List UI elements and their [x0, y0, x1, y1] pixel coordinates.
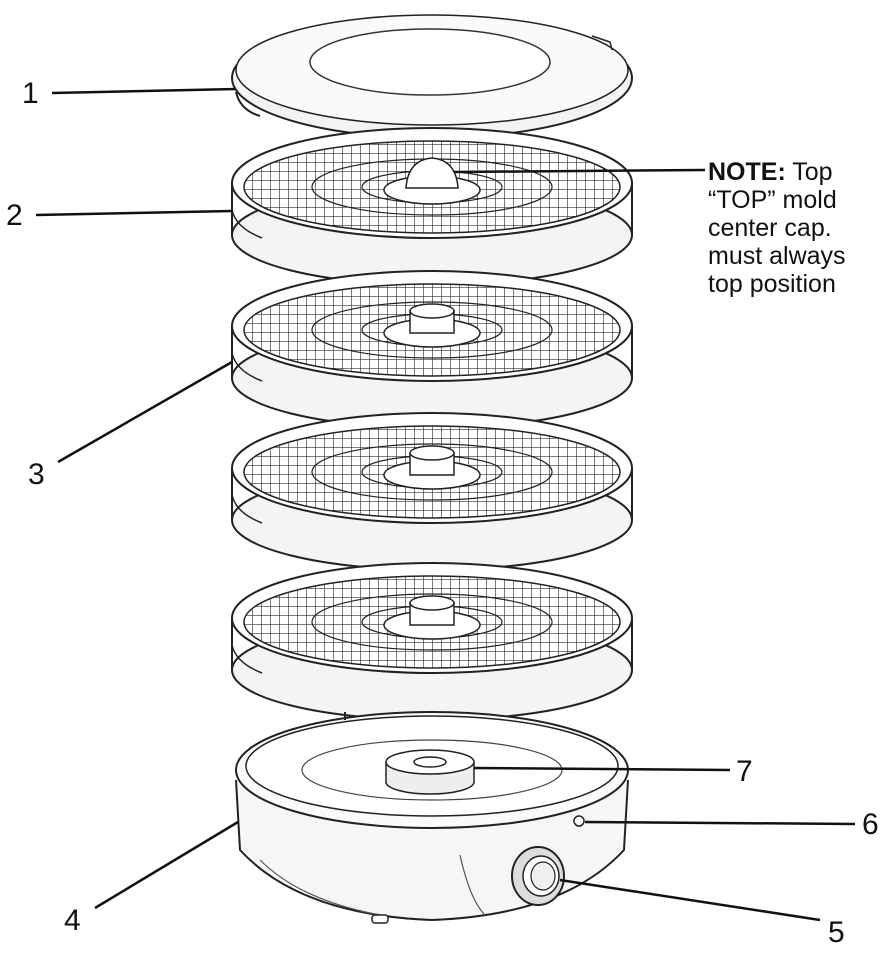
leader-line-note [453, 168, 706, 174]
note-text: NOTE: Top “TOP” mold center cap. must al… [708, 158, 887, 298]
lid [231, 14, 633, 139]
leader-line-5 [559, 878, 821, 922]
callout-2: 2 [6, 199, 23, 232]
note-line-3: center cap. [708, 214, 832, 242]
note-line-2: “TOP” mold [708, 186, 837, 214]
note-line-1-rest: Top [785, 158, 833, 186]
callout-7: 7 [736, 755, 753, 788]
center-hub [385, 749, 475, 795]
note-line-1: NOTE: Top [708, 158, 887, 186]
control-knob [511, 846, 565, 906]
callout-6: 6 [862, 808, 879, 841]
leader-line-2 [35, 209, 233, 217]
leader-line-7 [473, 766, 731, 772]
leader-line-6 [584, 820, 856, 826]
leader-lines [35, 87, 856, 922]
callout-3: 3 [28, 458, 45, 491]
callout-5: 5 [828, 916, 845, 949]
note-line-5: top position [708, 270, 836, 298]
leader-line-4 [94, 820, 239, 910]
leader-line-1 [51, 87, 237, 95]
tray-2 [231, 270, 633, 429]
note-heading: NOTE: [708, 158, 786, 186]
tray-top [231, 127, 633, 286]
callout-1: 1 [22, 77, 39, 110]
tray-3 [231, 412, 633, 571]
callout-4: 4 [64, 904, 81, 937]
power-indicator-light [573, 815, 585, 827]
tray-4 [231, 562, 633, 721]
leader-line-3 [57, 360, 233, 464]
base-unit [235, 711, 629, 924]
note-line-4: must always [708, 242, 846, 270]
